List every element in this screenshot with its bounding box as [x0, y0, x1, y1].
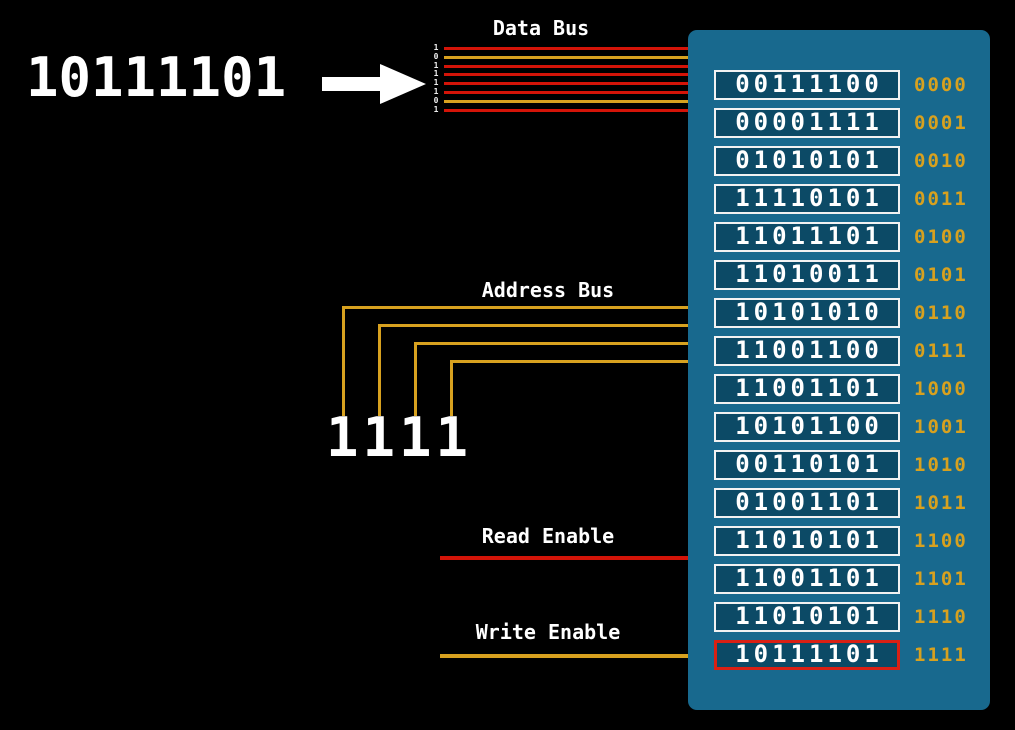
memory-address: 0011 [914, 188, 968, 210]
address-bus-line [378, 324, 381, 416]
memory-address: 1110 [914, 606, 968, 628]
memory-cell: 11110101 [714, 184, 900, 214]
address-bus-line [414, 342, 417, 416]
memory-cell: 10101100 [714, 412, 900, 442]
memory-address: 0100 [914, 226, 968, 248]
memory-row: 11001100 0111 [714, 336, 968, 366]
memory-row: 11110101 0011 [714, 184, 968, 214]
address-bus-value: 1111 [326, 406, 473, 469]
arrow-right-icon [322, 64, 426, 104]
memory-address: 0101 [914, 264, 968, 286]
read-enable-line [440, 556, 690, 560]
memory-address: 0001 [914, 112, 968, 134]
memory-cell: 11011101 [714, 222, 900, 252]
memory-address: 0010 [914, 150, 968, 172]
address-bus-line [342, 306, 345, 416]
memory-address: 1100 [914, 530, 968, 552]
data-bus-lines [444, 47, 690, 117]
address-bus-label: Address Bus [481, 278, 615, 302]
memory-cell: 10111101 [714, 640, 900, 670]
memory-address: 0000 [914, 74, 968, 96]
memory-block: 00111100 0000 00001111 0001 01010101 001… [688, 30, 990, 710]
write-enable-label: Write Enable [475, 620, 621, 644]
data-bus-value: 10111101 [26, 46, 287, 109]
memory-row: 11001101 1000 [714, 374, 968, 404]
memory-row: 00110101 1010 [714, 450, 968, 480]
memory-row: 11001101 1101 [714, 564, 968, 594]
data-bus-bit-digit: 0 [433, 51, 439, 61]
data-bus-bit-digit: 1 [433, 69, 439, 79]
data-bus-bit-digit: 1 [433, 60, 439, 70]
data-bus-bit-digit: 0 [433, 95, 439, 105]
memory-address: 1111 [914, 644, 968, 666]
write-enable-line [440, 654, 690, 658]
data-bus-label: Data Bus [492, 16, 590, 40]
memory-address: 1000 [914, 378, 968, 400]
memory-address: 1101 [914, 568, 968, 590]
address-bus-line [342, 306, 690, 309]
memory-cell: 10101010 [714, 298, 900, 328]
memory-address: 1010 [914, 454, 968, 476]
memory-cell: 01010101 [714, 146, 900, 176]
read-enable-label: Read Enable [481, 524, 615, 548]
memory-cell: 00110101 [714, 450, 900, 480]
data-bus-bit-digit: 1 [433, 78, 439, 88]
memory-row: 11010101 1100 [714, 526, 968, 556]
memory-row: 10101100 1001 [714, 412, 968, 442]
memory-row: 11010011 0101 [714, 260, 968, 290]
address-bus-line [378, 324, 690, 327]
memory-cell: 11010011 [714, 260, 900, 290]
memory-cell: 00111100 [714, 70, 900, 100]
memory-row: 10111101 1111 [714, 640, 968, 670]
memory-rows: 00111100 0000 00001111 0001 01010101 001… [714, 70, 968, 678]
memory-cell: 01001101 [714, 488, 900, 518]
memory-cell: 11001101 [714, 374, 900, 404]
data-bus-bit-digit: 1 [433, 104, 439, 114]
memory-row: 01001101 1011 [714, 488, 968, 518]
data-bus-line [444, 47, 690, 50]
memory-address: 0110 [914, 302, 968, 324]
memory-row: 10101010 0110 [714, 298, 968, 328]
data-bus-bit-digit: 1 [433, 86, 439, 96]
memory-row: 11011101 0100 [714, 222, 968, 252]
memory-address: 1001 [914, 416, 968, 438]
memory-cell: 11001101 [714, 564, 900, 594]
data-bus-line [444, 64, 690, 68]
data-bus-line [444, 82, 690, 86]
memory-cell: 00001111 [714, 108, 900, 138]
memory-cell: 11010101 [714, 602, 900, 632]
memory-row: 00001111 0001 [714, 108, 968, 138]
address-bus-line [414, 342, 690, 345]
memory-cell: 11001100 [714, 336, 900, 366]
memory-row: 11010101 1110 [714, 602, 968, 632]
data-bus-line [444, 99, 690, 103]
data-bus-line [444, 55, 690, 59]
address-bus-line [450, 360, 453, 416]
address-bus-line [450, 360, 690, 363]
data-bus-bit-digit: 1 [433, 43, 439, 52]
memory-row: 00111100 0000 [714, 70, 968, 100]
data-bus-line [444, 108, 690, 112]
memory-row: 01010101 0010 [714, 146, 968, 176]
memory-cell: 11010101 [714, 526, 900, 556]
memory-address: 0111 [914, 340, 968, 362]
memory-address: 1011 [914, 492, 968, 514]
data-bus-line [444, 73, 690, 77]
data-bus-line [444, 91, 690, 94]
